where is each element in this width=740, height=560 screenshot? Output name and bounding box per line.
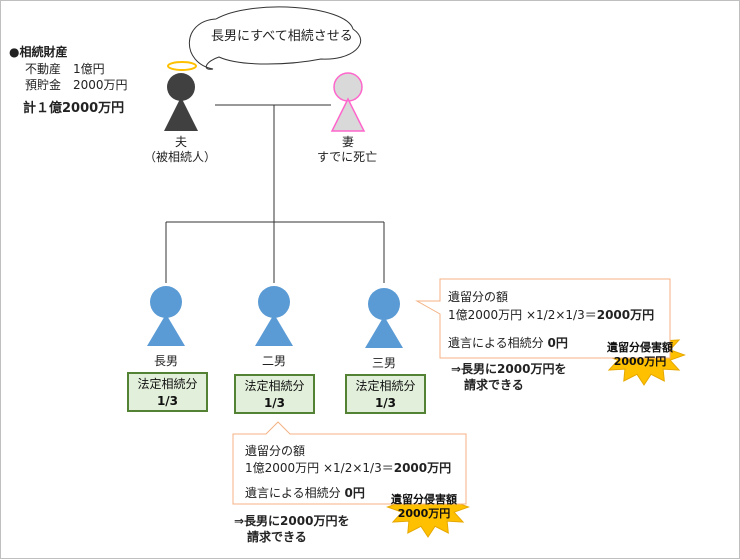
- speech-text: 長男にすべて相続させる: [211, 29, 353, 44]
- son-second-name: 二男: [262, 354, 287, 368]
- callout-upper-shape: [415, 278, 671, 359]
- star-line1: 遺留分侵害額: [607, 341, 673, 354]
- claim-lower-line1: ⇒長男に2000万円を: [234, 514, 350, 528]
- son-eldest-body-icon: [147, 314, 185, 346]
- wife-head-icon: [333, 72, 363, 102]
- will-value: 0円: [547, 336, 568, 350]
- share-value: 1/3: [374, 396, 397, 410]
- formula-text: 1億2000万円 ×1/2×1/3＝: [245, 461, 394, 475]
- wife-sub: すでに死亡: [317, 150, 378, 164]
- will-label: 遺言による相続分: [245, 486, 341, 500]
- star-lower-label: 遺留分侵害額 2000万円: [391, 493, 457, 521]
- estate-real-estate: 不動産 1億円: [25, 62, 105, 76]
- estate-heading: ●相続財産: [9, 45, 68, 59]
- callout-lower-title: 遺留分の額: [245, 444, 306, 458]
- son-eldest-name: 長男: [154, 354, 179, 368]
- callout-upper-formula: 1億2000万円 ×1/2×1/3＝2000万円: [448, 306, 654, 323]
- son-third-head-icon: [368, 288, 400, 320]
- claim-lower-line2: 請求できる: [247, 530, 307, 544]
- wife-label: 妻: [342, 135, 355, 149]
- son-third-body-icon: [365, 316, 403, 348]
- share-value: 1/3: [263, 396, 286, 410]
- star-line2: 2000万円: [397, 507, 451, 520]
- share-value: 1/3: [156, 394, 179, 408]
- husband-sub: （被相続人）: [144, 150, 217, 164]
- speech-bubble: [188, 6, 362, 70]
- husband-body-icon: [164, 97, 198, 131]
- share-box-second: 法定相続分 1/3: [234, 374, 315, 414]
- callout-lower-shape: [232, 421, 467, 505]
- son-third-name: 三男: [372, 356, 397, 370]
- halo-icon: [167, 61, 197, 71]
- wife-body-icon: [330, 97, 366, 132]
- formula-text: 1億2000万円 ×1/2×1/3＝: [448, 308, 597, 322]
- estate-savings: 預貯金 2000万円: [25, 78, 128, 92]
- husband-head-icon: [167, 73, 195, 101]
- share-label: 法定相続分: [355, 379, 416, 393]
- formula-result: 2000万円: [393, 461, 452, 475]
- callout-upper-will: 遺言による相続分 0円: [448, 334, 568, 351]
- son-second-body-icon: [255, 314, 293, 346]
- formula-result: 2000万円: [596, 308, 655, 322]
- estate-total: 計１億2000万円: [23, 101, 125, 116]
- husband-label: 夫: [175, 135, 188, 149]
- callout-upper-title: 遺留分の額: [448, 290, 509, 304]
- son-second-head-icon: [258, 286, 290, 318]
- share-label: 法定相続分: [137, 377, 198, 391]
- claim-upper-line2: 請求できる: [464, 378, 524, 392]
- claim-upper-line1: ⇒長男に2000万円を: [451, 362, 567, 376]
- star-line2: 2000万円: [613, 355, 667, 368]
- callout-lower-will: 遺言による相続分 0円: [245, 484, 365, 501]
- son-eldest-head-icon: [150, 286, 182, 318]
- share-box-third: 法定相続分 1/3: [345, 374, 426, 414]
- star-upper-label: 遺留分侵害額 2000万円: [607, 341, 673, 369]
- will-label: 遺言による相続分: [448, 336, 544, 350]
- share-label: 法定相続分: [244, 379, 305, 393]
- star-line1: 遺留分侵害額: [391, 493, 457, 506]
- will-value: 0円: [344, 486, 365, 500]
- callout-lower-formula: 1億2000万円 ×1/2×1/3＝2000万円: [245, 459, 451, 476]
- share-box-eldest: 法定相続分 1/3: [127, 372, 208, 412]
